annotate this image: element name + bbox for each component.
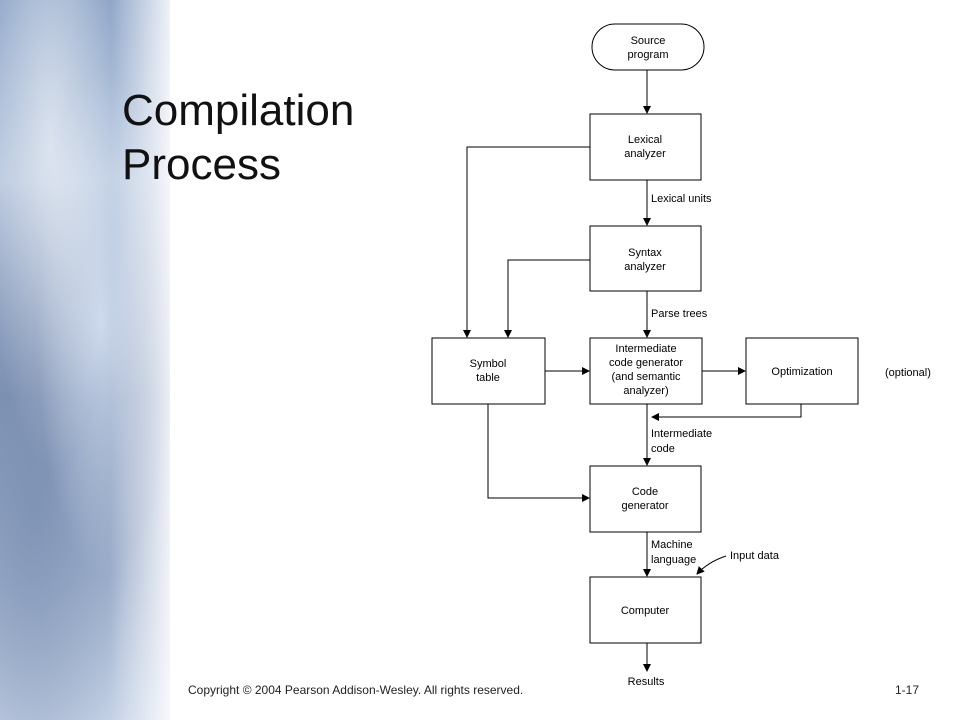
node-optimization: Optimization	[745, 337, 859, 405]
node-lexical-analyzer: Lexical analyzer	[589, 113, 702, 181]
node-intermediate-line-3: (and semantic	[611, 371, 681, 383]
edge-optimization-back	[651, 404, 802, 421]
slide-title: Compilation Process	[122, 84, 354, 192]
label-parse-trees: Parse trees	[651, 308, 708, 320]
node-computer-label: Computer	[621, 605, 670, 617]
node-symbol-table: Symbol table	[431, 337, 546, 405]
label-input-data: Input data	[730, 550, 780, 562]
node-source-program: Source program	[591, 23, 705, 71]
footer-page-number: 1-17	[895, 683, 920, 697]
node-computer: Computer	[589, 576, 702, 644]
edge-lexical-to-symbol-table	[463, 146, 590, 338]
edge-symbol-table-to-code-generator	[487, 404, 590, 502]
label-intermediate-code-line-2: code	[651, 443, 675, 455]
node-intermediate-line-2: code generator	[609, 357, 683, 369]
label-machine-language-line-2: language	[651, 554, 696, 566]
node-code-generator-line-2: generator	[621, 500, 668, 512]
label-lexical-units: Lexical units	[651, 193, 712, 205]
edge-input-data	[696, 555, 727, 575]
title-line-2: Process	[122, 140, 281, 189]
node-syntax-analyzer: Syntax analyzer	[589, 225, 702, 292]
node-source-program-line-1: Source	[631, 35, 666, 47]
footer-copyright: Copyright © 2004 Pearson Addison-Wesley.…	[188, 683, 524, 697]
title-line-1: Compilation	[122, 86, 355, 135]
node-symbol-table-line-1: Symbol	[470, 358, 507, 370]
label-intermediate-code-line-1: Intermediate	[651, 428, 712, 440]
node-symbol-table-line-2: table	[476, 372, 500, 384]
label-machine-language-line-1: Machine	[651, 539, 693, 551]
label-results: Results	[628, 676, 665, 688]
node-syntax-analyzer-line-2: analyzer	[624, 261, 666, 273]
label-optional: (optional)	[885, 367, 931, 379]
node-intermediate-line-1: Intermediate	[615, 343, 676, 355]
node-lexical-analyzer-line-1: Lexical	[628, 134, 662, 146]
node-code-generator: Code generator	[589, 465, 702, 533]
node-optimization-label: Optimization	[771, 366, 832, 378]
node-lexical-analyzer-line-2: analyzer	[624, 148, 666, 160]
node-source-program-line-2: program	[628, 49, 669, 61]
node-intermediate-line-4: analyzer)	[623, 385, 668, 397]
node-intermediate-code-generator: Intermediate code generator (and semanti…	[589, 337, 703, 405]
edge-syntax-to-symbol-table	[504, 259, 590, 338]
node-code-generator-line-1: Code	[632, 486, 658, 498]
node-syntax-analyzer-line-1: Syntax	[628, 247, 662, 259]
background-fade	[110, 0, 180, 720]
